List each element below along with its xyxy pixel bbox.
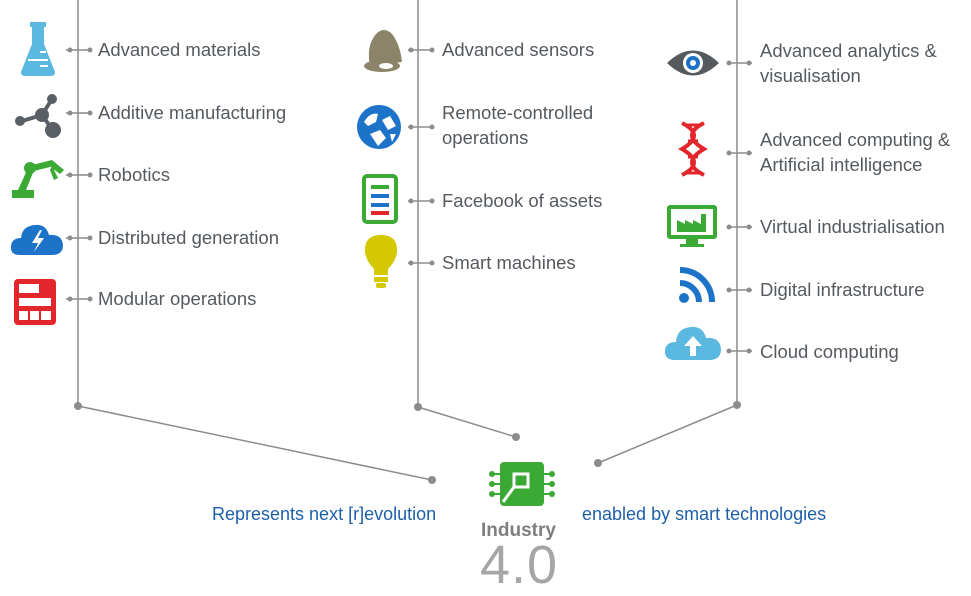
flask-icon [21,22,55,76]
label-advanced-materials: Advanced materials [98,39,261,60]
eye-icon [667,50,719,76]
wifi-icon [679,267,715,303]
dna-icon [678,121,708,177]
label-advanced-sensors: Advanced sensors [442,39,595,60]
cloud-upload-icon [664,326,721,360]
label-facebook-of-assets: Facebook of assets [442,190,603,211]
label-digital-infrastructure: Digital infrastructure [760,279,925,300]
label-robotics: Robotics [98,164,170,185]
label-distributed-generation: Distributed generation [98,227,279,248]
modules-icon [14,279,56,325]
globe-icon [357,105,401,149]
lightbulb-icon [364,235,398,288]
label-cloud-computing: Cloud computing [760,341,899,362]
label-modular-operations: Modular operations [98,288,257,309]
list-icon [362,174,398,224]
industry-version: 4.0 [480,535,559,595]
label-remote-controlled-operations: Remote-controlled operations [442,102,594,148]
right-tagline: enabled by smart technologies [582,504,827,524]
label-additive-manufacturing: Additive manufacturing [98,102,287,123]
label-smart-machines: Smart machines [442,252,576,273]
label-advanced-analytics: Advanced analytics & visualisation [760,40,937,86]
left-tagline: Represents next [r]evolution [212,504,437,524]
robot-arm-icon [12,160,64,198]
industry-title: Industry [481,520,556,541]
factory-monitor-icon [667,205,717,247]
label-advanced-computing: Advanced computing & Artificial intellig… [760,129,951,175]
chip-icon [489,462,555,506]
cloud-lightning-icon [10,224,63,255]
molecule-icon [15,94,61,138]
bell-icon [364,30,402,72]
label-virtual-industrialisation: Virtual industrialisation [760,216,945,237]
